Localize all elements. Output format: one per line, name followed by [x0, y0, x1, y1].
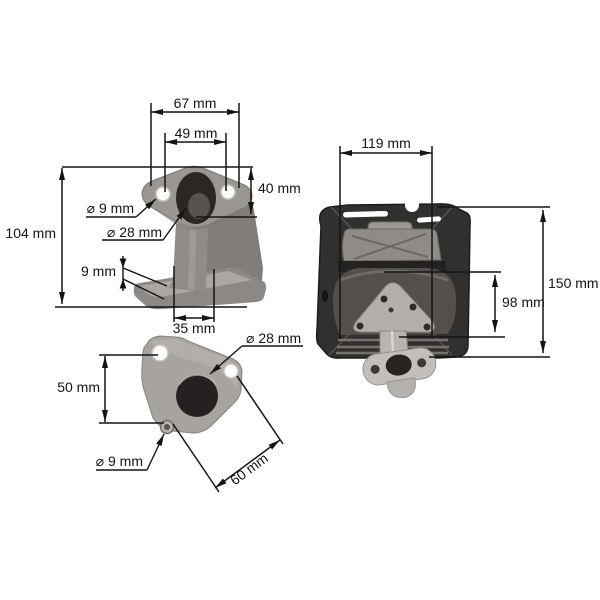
outlet-plate-center-bolt [388, 307, 394, 313]
leader-line [135, 198, 157, 218]
flange-bolt-hole-right [223, 363, 239, 379]
manifold-bolt-hole-right [220, 184, 236, 200]
leader-line [122, 278, 165, 300]
dim-muffler-body-height: 98 mm [384, 271, 545, 338]
dim-muffler-width: 119 mm [339, 135, 433, 339]
bracket-corner-crease-tl [330, 206, 353, 230]
dim-label-muffler-overall-height: 150 mm [548, 275, 599, 291]
dim-label-bolt-hole-diameter-bottom: ⌀ 9 mm [96, 453, 143, 469]
dim-label-flange-height: 40 mm [258, 180, 301, 196]
dim-bolt-hole-diameter-bottom: ⌀ 9 mm [96, 433, 165, 471]
manifold-port-inner [188, 193, 210, 219]
bracket-notch-hole [405, 198, 419, 212]
flange-port [176, 375, 218, 417]
dim-label-overall-height: 104 mm [5, 225, 56, 241]
manifold-part-photo [133, 165, 267, 310]
arrowhead-up [119, 279, 127, 289]
dim-base-width: 35 mm [173, 266, 216, 336]
dim-label-muffler-body-height: 98 mm [502, 294, 545, 310]
bracket-side-hole-left [322, 290, 328, 302]
manifold-flange-shadow [149, 206, 244, 230]
flange-bottom-view: ⌀ 28 mm 50 mm ⌀ 9 mm 60 mm [57, 330, 303, 493]
dim-label-port-diameter: ⌀ 28 mm [107, 224, 162, 240]
dim-flange-width: 67 mm [150, 95, 240, 188]
dim-flange-height: 40 mm [196, 168, 301, 218]
outlet-plate [353, 282, 435, 333]
dim-line [214, 439, 281, 489]
outlet-plate-bolt [423, 323, 431, 331]
bracket-corner-crease-br [429, 330, 453, 356]
dim-label-bolt-spacing-diagonal: 60 mm [227, 450, 271, 488]
leader-line [162, 207, 187, 241]
bracket-corner-crease-bl [328, 330, 353, 356]
dim-bolt-spacing-vertical: 50 mm [57, 354, 164, 424]
dim-label-muffler-width: 119 mm [361, 135, 411, 151]
manifold-bolt-hole-left [155, 186, 171, 202]
leader-line [209, 345, 243, 375]
extension-line [236, 375, 284, 445]
manifold-pipe [169, 223, 208, 292]
muffler-x-stamp [351, 233, 429, 260]
dim-label-port-diameter-bottom: ⌀ 28 mm [246, 330, 301, 346]
dim-label-bolt-spacing-vertical: 50 mm [57, 379, 100, 395]
flange-bolt-hole-bottom-inner [164, 424, 170, 430]
outlet-plate-bolt [356, 322, 364, 330]
dim-port-diameter-bottom: ⌀ 28 mm [209, 330, 303, 375]
outlet-pipe-rib [390, 330, 395, 354]
outlet-flange-port [385, 354, 412, 376]
outlet-flange-boss [386, 377, 416, 399]
flange-part-photo [141, 335, 243, 435]
outlet-flange-bolt-left [370, 364, 380, 374]
dim-base-thickness: 9 mm [81, 256, 168, 300]
extension-line [172, 423, 220, 493]
dim-overall-height: 104 mm [5, 168, 247, 308]
muffler-body-highlight [339, 269, 449, 282]
flange-port-rim [178, 374, 217, 386]
dim-bolt-hole-diameter: ⌀ 9 mm [86, 198, 157, 218]
dim-label-base-thickness: 9 mm [81, 263, 116, 279]
dim-bolt-spacing: 49 mm [164, 125, 227, 192]
muffler-front-view: 119 mm 150 mm 98 mm [315, 135, 599, 399]
arrowhead-down [119, 258, 127, 268]
dim-label-base-width: 35 mm [173, 320, 216, 336]
flange-body-highlight [150, 338, 238, 388]
leader-line [146, 433, 165, 471]
bracket-slot-right [417, 216, 442, 223]
bracket-slot-left [343, 210, 389, 218]
flange-bolt-hole-top [151, 344, 169, 362]
dim-port-diameter: ⌀ 28 mm [102, 207, 187, 241]
leader-line [122, 267, 168, 287]
bracket-corner-crease-tr [431, 205, 454, 230]
muffler-dark-band [338, 261, 446, 272]
dim-muffler-overall-height: 150 mm [429, 206, 599, 358]
outlet-plate-bolt [409, 303, 417, 311]
outlet-flange [362, 347, 437, 399]
outlet-flange-bolt-right [417, 358, 427, 368]
dim-label-flange-width: 67 mm [174, 95, 217, 111]
manifold-pipe-highlight [188, 228, 196, 290]
manifold-front-view: 67 mm 49 mm 40 mm ⌀ 9 mm ⌀ 28 mm 104 m [5, 95, 300, 336]
dim-label-bolt-hole-diameter: ⌀ 9 mm [87, 200, 134, 216]
outlet-plate-bolt [380, 295, 388, 303]
dim-label-bolt-spacing: 49 mm [175, 125, 218, 141]
